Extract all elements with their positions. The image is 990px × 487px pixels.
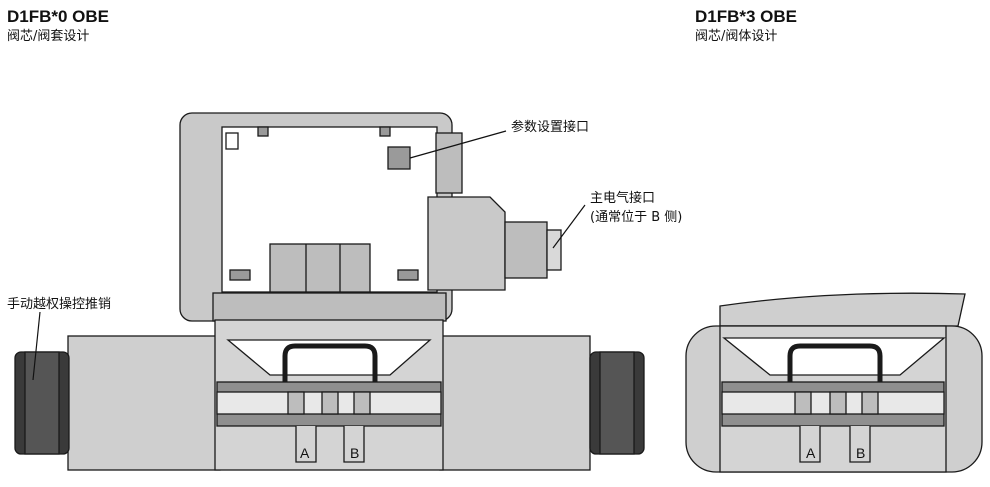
right-valve-title: D1FB*3 OBE 阀芯/阀体设计 (695, 6, 797, 46)
right-valve-model: D1FB*3 OBE (695, 7, 798, 26)
param-port-chip (387, 146, 411, 170)
main-connector-leader (552, 204, 586, 249)
right-cover (719, 292, 966, 327)
main-connector-label-line1: 主电气接口 (590, 191, 656, 206)
right-solenoid (439, 335, 591, 471)
right-valve-drawing (685, 292, 983, 473)
left-valve-desc: 阀芯/阀套设计 (7, 29, 90, 44)
right-port-b-label: B (856, 445, 865, 461)
param-port-leader (409, 130, 507, 159)
left-valve-title: D1FB*0 OBE 阀芯/阀套设计 (7, 6, 109, 46)
main-connector-housing (427, 196, 506, 291)
left-port-a-label: A (300, 445, 310, 461)
main-connector-label-line2: (通常位于 B 侧) (590, 210, 683, 225)
manual-override-leader (32, 311, 41, 381)
left-valve-drawing (14, 112, 645, 471)
param-port-label: 参数设置接口 (511, 120, 590, 135)
left-valve-model: D1FB*0 OBE (7, 7, 110, 26)
right-valve-desc: 阀芯/阀体设计 (695, 29, 778, 44)
manual-override-label: 手动越权操控推销 (7, 297, 112, 312)
left-solenoid (67, 335, 221, 471)
right-port-a-label: A (806, 445, 816, 461)
left-port-b-label: B (350, 445, 359, 461)
